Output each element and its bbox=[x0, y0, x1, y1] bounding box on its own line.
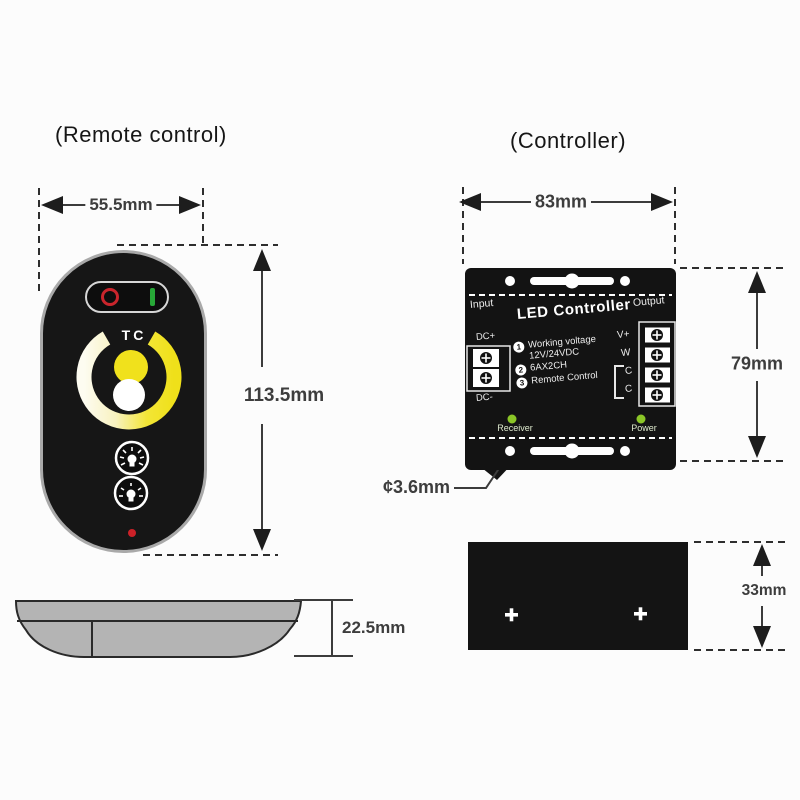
power-led-icon bbox=[636, 414, 646, 424]
remote-height-extension-lines bbox=[117, 244, 278, 556]
screw-icon bbox=[651, 369, 663, 381]
arrow-down-icon bbox=[753, 626, 771, 648]
dc-plus-label: DC+ bbox=[475, 330, 496, 343]
screw-icon bbox=[651, 329, 663, 341]
bulb-bright-icon bbox=[119, 447, 145, 467]
remote-section-title: (Remote control) bbox=[55, 122, 227, 147]
mounting-hole-icon bbox=[620, 276, 630, 286]
mounting-slot-center-icon bbox=[564, 273, 580, 289]
arrow-up-icon bbox=[748, 271, 766, 293]
screw-icon bbox=[480, 372, 492, 384]
warm-white-dot-icon[interactable] bbox=[114, 350, 148, 384]
brightness-up-button[interactable] bbox=[114, 440, 150, 476]
tc-label: TC bbox=[121, 327, 147, 343]
status-led-icon bbox=[128, 529, 136, 537]
dc-minus-label: DC- bbox=[475, 391, 494, 404]
power-switch[interactable] bbox=[85, 281, 169, 313]
remote-thickness-dim-label: 22.5mm bbox=[338, 618, 410, 638]
remote-front-view: TC bbox=[40, 250, 207, 553]
spec-list: 1 Working voltage 12V/24VDC 2 6AX2CH 3 R… bbox=[512, 332, 635, 391]
arrow-up-icon bbox=[753, 544, 771, 566]
output-terminal-block[interactable] bbox=[638, 321, 676, 407]
input-terminal-block[interactable] bbox=[466, 345, 511, 392]
power-off-icon[interactable] bbox=[101, 288, 119, 306]
controller-graphics bbox=[466, 273, 676, 459]
circled-number-icon: 1 bbox=[512, 341, 525, 354]
remote-thickness-dim-lines bbox=[294, 599, 353, 657]
controller-thickness-dim-label: 33mm bbox=[737, 582, 791, 600]
power-label: Power bbox=[631, 423, 657, 433]
input-label: Input bbox=[469, 296, 494, 311]
controller-side-graphics bbox=[505, 607, 647, 622]
brightness-down-button[interactable] bbox=[113, 475, 149, 511]
receiver-led-icon bbox=[507, 414, 517, 424]
controller-hole-dim-label: ¢3.6mm bbox=[360, 477, 454, 498]
screw-icon bbox=[480, 352, 492, 364]
screw-cross-icon bbox=[634, 607, 647, 621]
receiver-label: Receiver bbox=[497, 423, 533, 433]
controller-height-dim-label: 79mm bbox=[726, 353, 788, 375]
bulb-dim-icon bbox=[119, 483, 143, 502]
circled-number-icon: 3 bbox=[516, 376, 528, 389]
controller-height-extension-lines bbox=[680, 267, 788, 462]
screw-icon bbox=[651, 349, 663, 361]
channel-group-bracket bbox=[614, 365, 624, 399]
remote-controls-graphics bbox=[76, 331, 182, 537]
controller-width-dim-label: 83mm bbox=[530, 191, 592, 213]
screw-icon bbox=[651, 389, 663, 401]
controller-side-view bbox=[468, 542, 688, 650]
arrow-down-icon bbox=[748, 436, 766, 458]
color-temperature-ring[interactable] bbox=[76, 331, 182, 430]
mounting-hole-icon bbox=[505, 276, 515, 286]
power-on-icon[interactable] bbox=[150, 288, 155, 306]
remote-side-view-shape bbox=[14, 600, 303, 658]
controller-front-view: Input Output LED Controller DC+ DC- 1 Wo… bbox=[465, 268, 676, 470]
arrow-down-icon bbox=[253, 529, 271, 551]
arrow-right-icon bbox=[179, 196, 201, 214]
screw-cross-icon bbox=[505, 608, 518, 622]
remote-width-dim-label: 55.5mm bbox=[85, 195, 157, 215]
mounting-slot-center-icon bbox=[564, 443, 580, 459]
controller-width-extension-lines bbox=[462, 187, 676, 264]
cool-white-dot-icon[interactable] bbox=[113, 379, 145, 411]
remote-height-dim-label: 113.5mm bbox=[239, 385, 329, 407]
mounting-hole-icon bbox=[505, 446, 515, 456]
terminal-label-w: W bbox=[620, 347, 631, 359]
terminal-label-c2: C bbox=[624, 383, 633, 395]
terminal-label-vplus: V+ bbox=[616, 328, 630, 341]
arrow-left-icon bbox=[41, 196, 63, 214]
arrow-up-icon bbox=[253, 249, 271, 271]
controller-section-title: (Controller) bbox=[510, 128, 627, 153]
arrow-right-icon bbox=[651, 193, 673, 211]
remote-width-extension-lines bbox=[38, 188, 204, 292]
hole-callout-leader-line bbox=[452, 466, 501, 489]
terminal-label-c1: C bbox=[624, 365, 633, 377]
controller-thickness-extension-lines bbox=[694, 541, 790, 651]
circled-number-icon: 2 bbox=[514, 364, 527, 376]
mounting-hole-icon bbox=[620, 446, 630, 456]
arrow-left-icon bbox=[459, 193, 481, 211]
